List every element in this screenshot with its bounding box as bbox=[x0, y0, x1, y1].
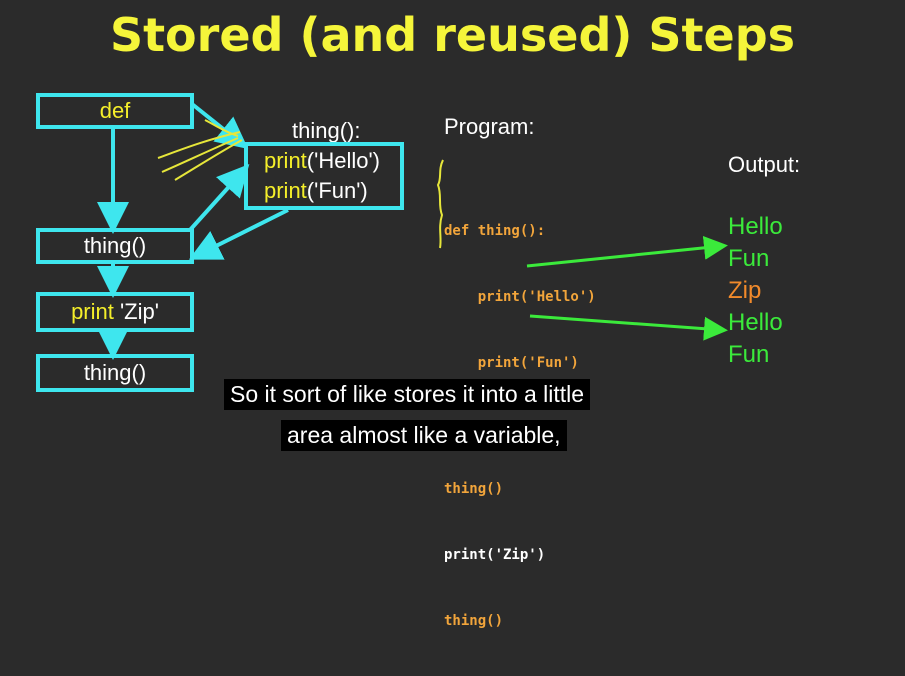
func-label: thing(): bbox=[292, 118, 361, 143]
print-zip-box: print 'Zip' bbox=[36, 292, 194, 332]
slide-title: Stored (and reused) Steps bbox=[109, 8, 796, 62]
output-line: Zip bbox=[728, 277, 762, 304]
caption-line-1: So it sort of like stores it into a litt… bbox=[224, 379, 591, 410]
output-label: Output: bbox=[728, 152, 801, 177]
arrow-func-to-call1 bbox=[188, 208, 289, 260]
arrow-def-to-func bbox=[190, 102, 249, 149]
code-line: def thing(): bbox=[444, 223, 546, 239]
arrow-call1-to-output bbox=[526, 235, 728, 268]
code-line: thing() bbox=[444, 481, 504, 497]
arrow-call2-to-output bbox=[529, 314, 728, 341]
slide: Stored (and reused) Steps bbox=[36, 8, 801, 629]
output-line: Hello bbox=[728, 213, 783, 240]
print-zip-arg: 'Zip' bbox=[113, 299, 159, 324]
call2-box: thing() bbox=[36, 354, 194, 392]
def-box: def bbox=[36, 93, 194, 129]
call1-box-label: thing() bbox=[83, 233, 147, 258]
call1-box: thing() bbox=[36, 228, 194, 264]
code-line: print('Hello') bbox=[444, 289, 596, 305]
output-line: Hello bbox=[728, 309, 783, 336]
def-box-label: def bbox=[99, 98, 131, 123]
call2-box-label: thing() bbox=[83, 360, 147, 385]
caption-line-2: area almost like a variable, bbox=[281, 420, 567, 451]
func-body-line1: print('Hello') bbox=[264, 148, 380, 173]
print-zip-keyword: print bbox=[71, 299, 114, 324]
code-line: print('Zip') bbox=[444, 547, 546, 563]
output-line: Fun bbox=[728, 341, 770, 368]
code-line: print('Fun') bbox=[444, 355, 579, 371]
func-body-box: print('Hello') print('Fun') bbox=[244, 142, 404, 210]
func-body-line2: print('Fun') bbox=[264, 178, 368, 203]
code-line: thing() bbox=[444, 613, 504, 629]
output-line: Fun bbox=[728, 245, 770, 272]
arrow-call1-to-func bbox=[188, 164, 250, 232]
program-label: Program: bbox=[444, 114, 535, 139]
flow-arrows bbox=[97, 102, 728, 360]
